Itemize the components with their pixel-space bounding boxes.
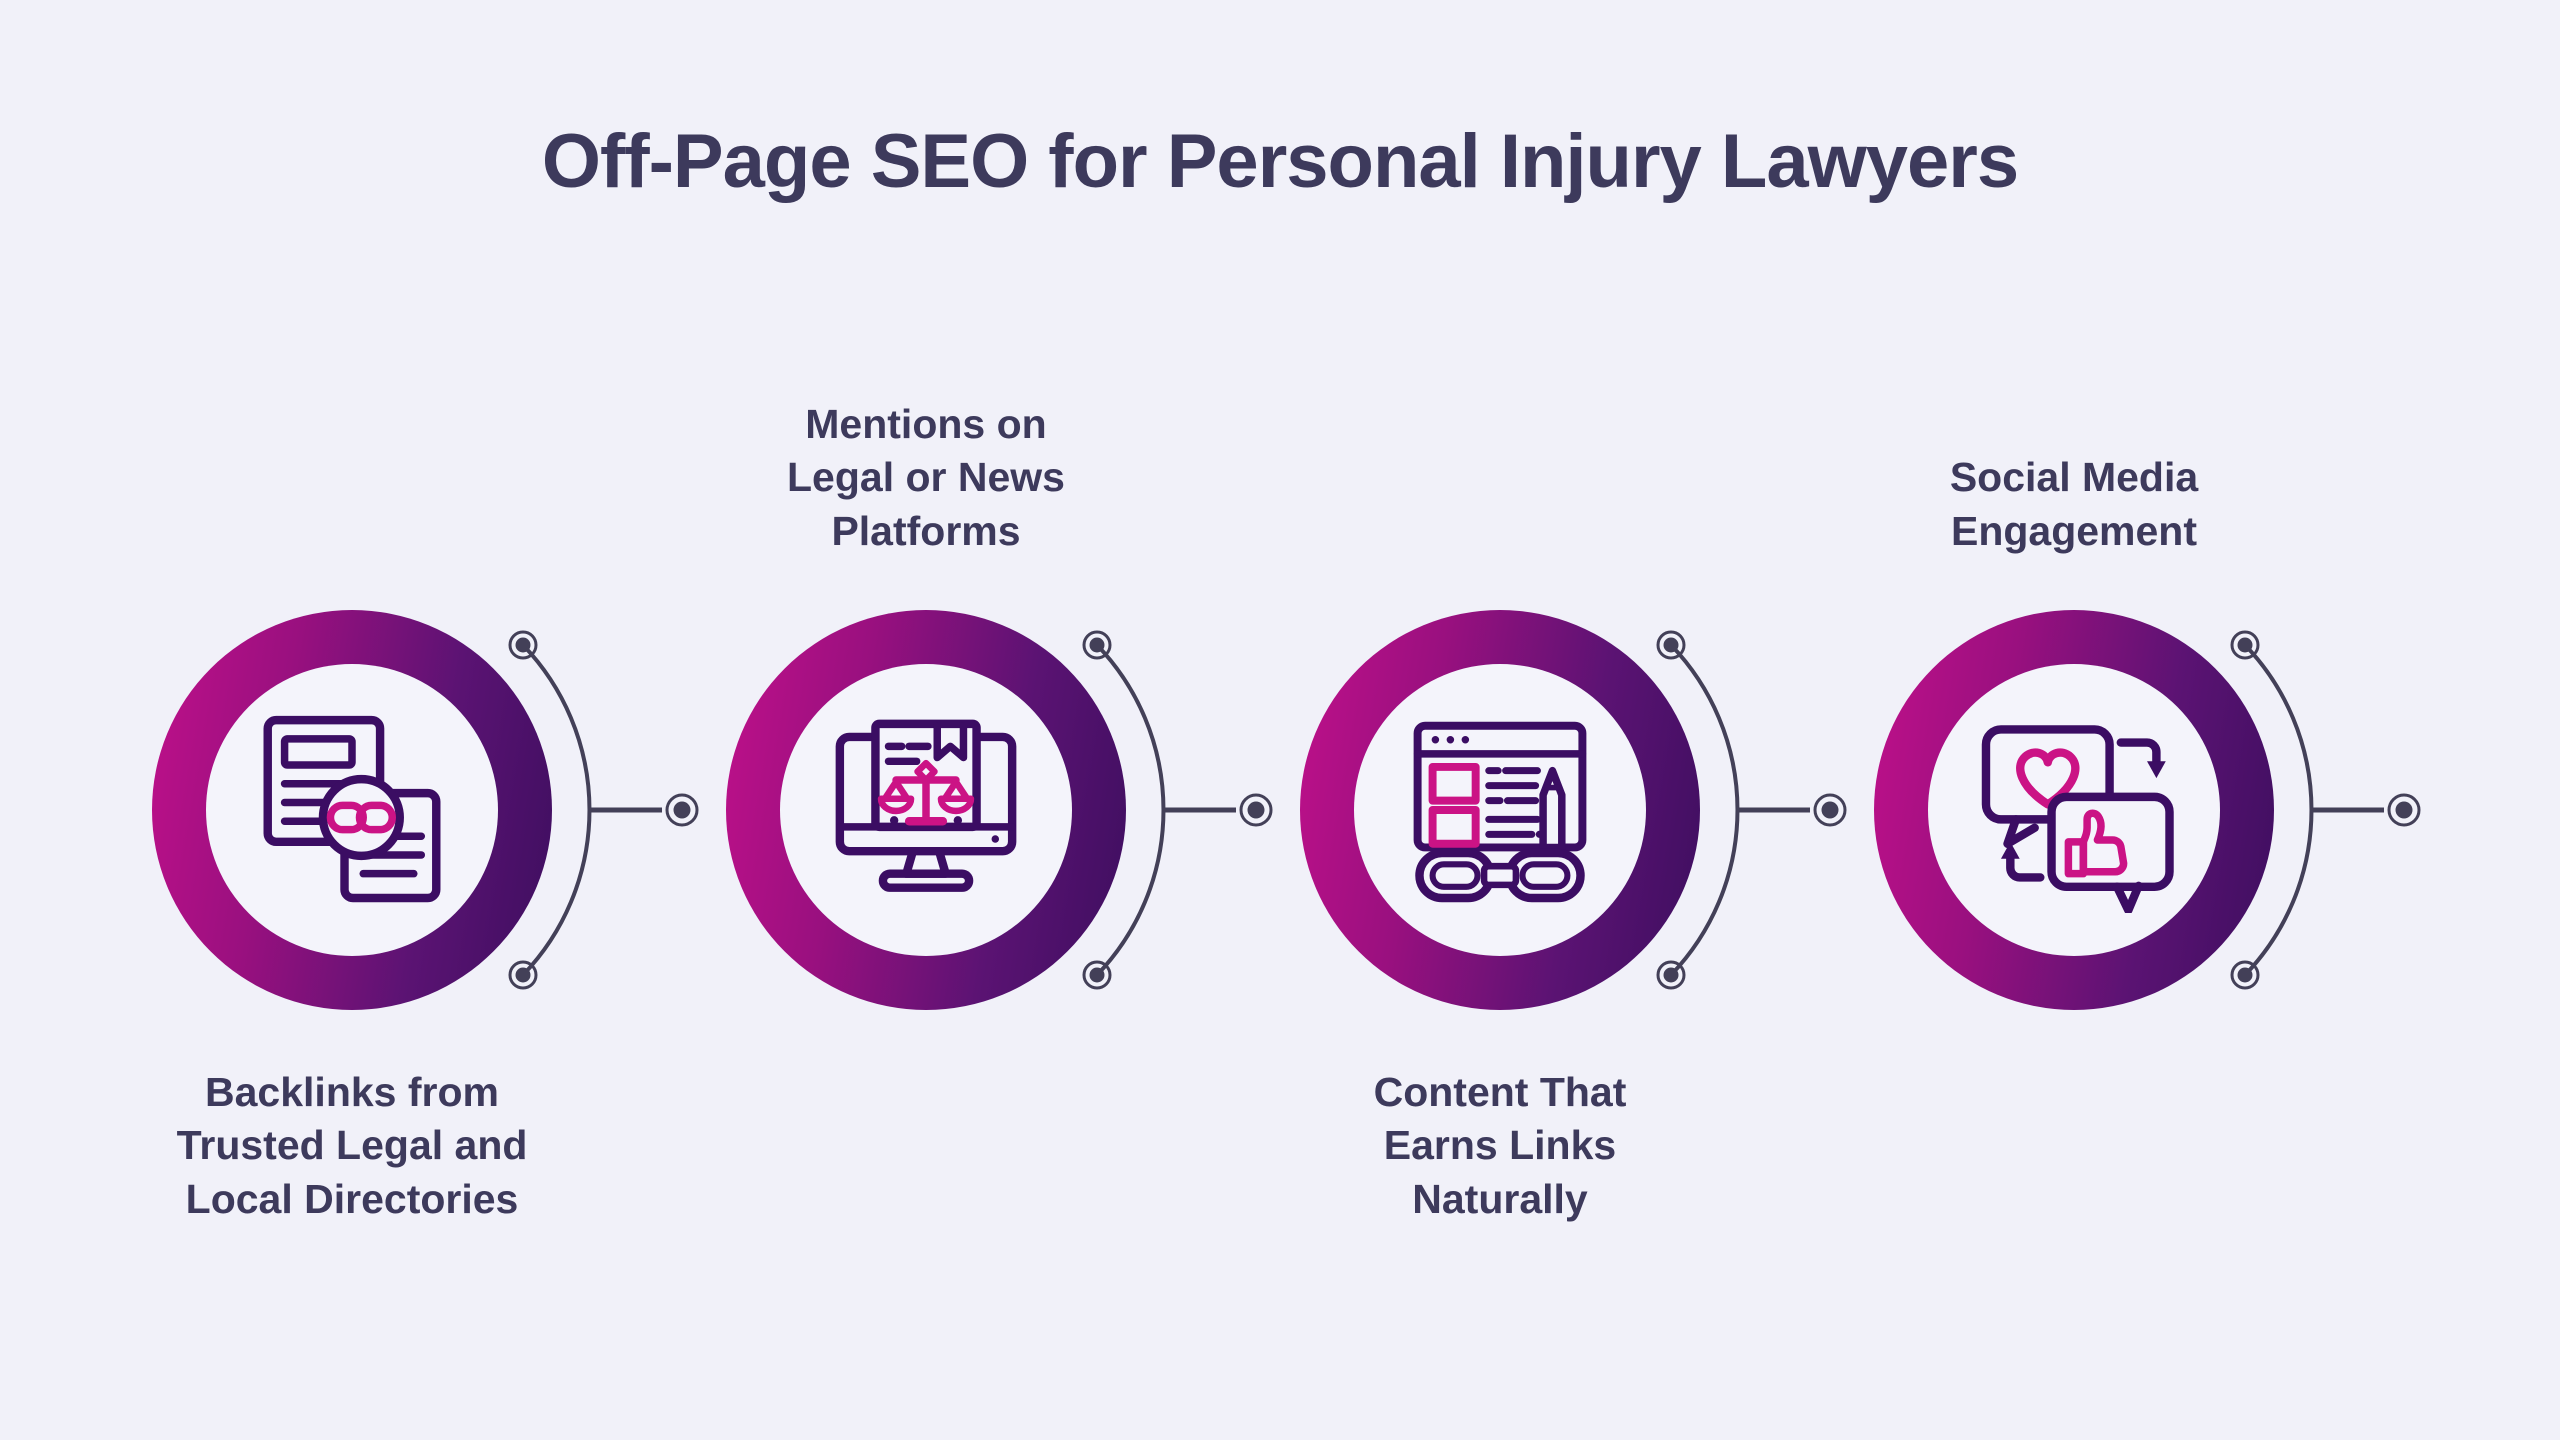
connector-node-end-core — [2395, 801, 2413, 819]
step-content: Content That Earns Links Naturally — [1300, 610, 1700, 1222]
chat-bubbles-icon — [1981, 725, 2174, 913]
step-label: Mentions on Legal or News Platforms — [787, 401, 1065, 554]
connector-node-end-core — [673, 801, 691, 819]
ring-inner — [1354, 664, 1646, 956]
gradient-ring — [726, 610, 1126, 1010]
webpage-chain-pencil-icon — [1413, 721, 1587, 903]
connector-node-end — [1239, 793, 1273, 827]
ring-inner — [1928, 664, 2220, 956]
connector-node-end — [665, 793, 699, 827]
step-label: Backlinks from Trusted Legal and Local D… — [176, 1069, 528, 1222]
connector-node-end — [2387, 793, 2421, 827]
ring-inner — [780, 664, 1072, 956]
step-label: Social Media Engagement — [1949, 454, 2199, 554]
step-mentions: Mentions on Legal or News Platforms — [726, 401, 1126, 1010]
step-backlinks: Backlinks from Trusted Legal and Local D… — [152, 610, 552, 1222]
step-label: Content That Earns Links Naturally — [1373, 1069, 1627, 1222]
step-social: Social Media Engagement — [1874, 454, 2274, 1010]
page-title: Off-Page SEO for Personal Injury Lawyers — [541, 119, 2019, 204]
gradient-ring — [1874, 610, 2274, 1010]
linked-documents-icon — [263, 715, 441, 903]
gradient-ring — [1300, 610, 1700, 1010]
connector-node-end-core — [1247, 801, 1265, 819]
connector-node-end — [1813, 793, 1847, 827]
connector-node-end-core — [1821, 801, 1839, 819]
legal-monitor-icon — [835, 719, 1017, 892]
ring-inner — [206, 664, 498, 956]
gradient-ring — [152, 610, 552, 1010]
